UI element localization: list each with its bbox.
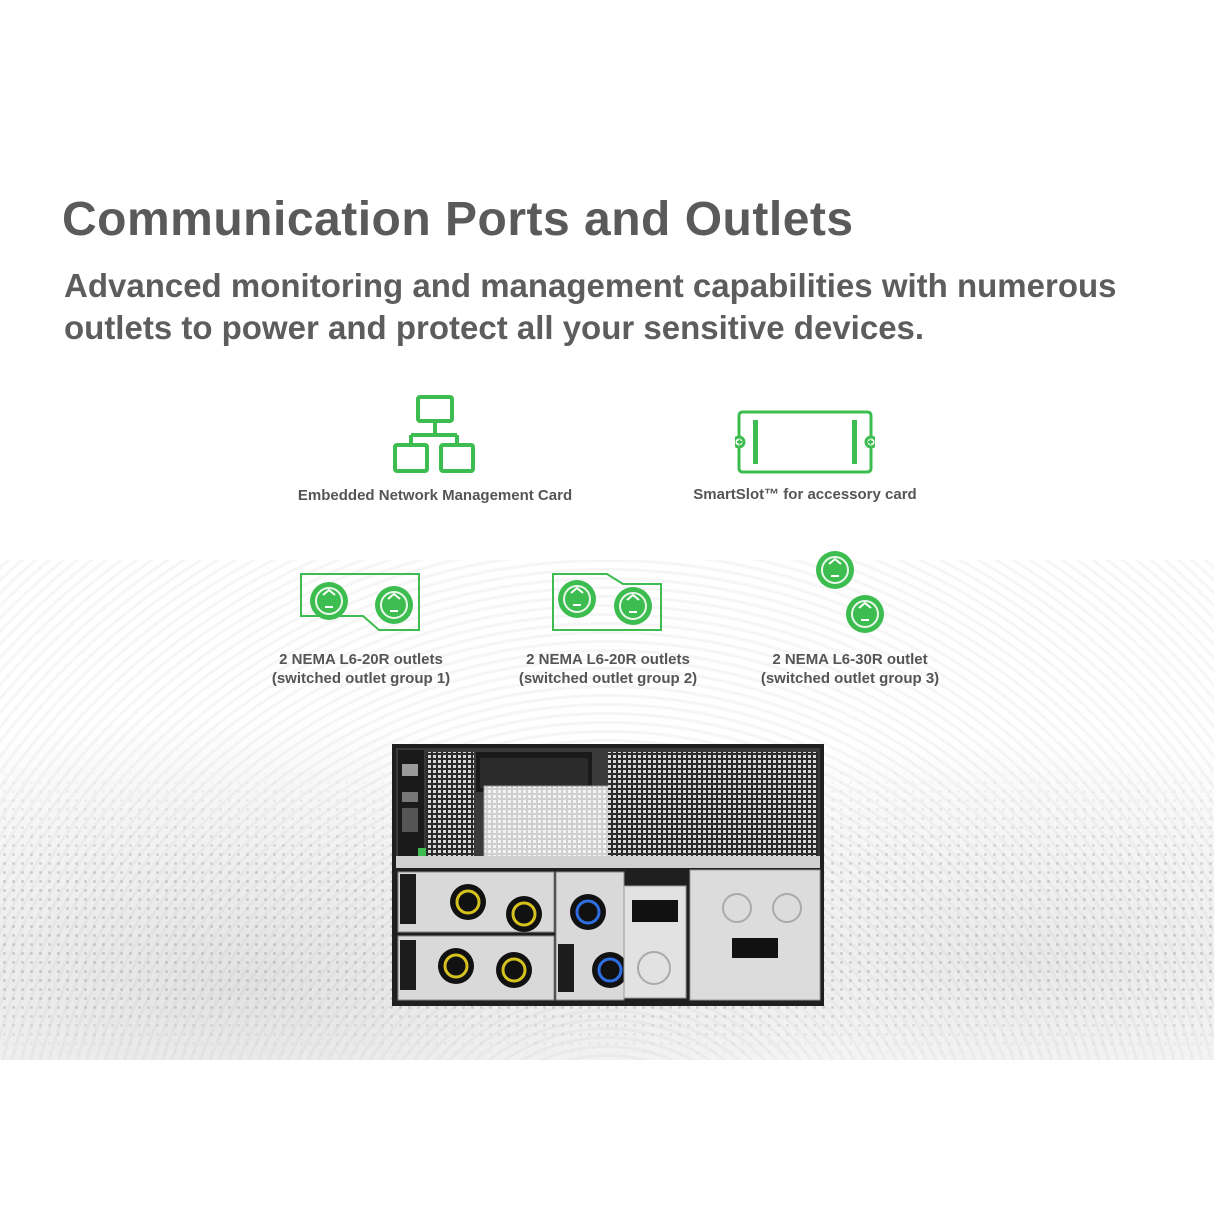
group1-line1: 2 NEMA L6-20R outlets <box>279 651 443 668</box>
feature-outlet-group-1: 2 NEMA L6-20R outlets (switched outlet g… <box>246 572 476 688</box>
accessory-slot-icon <box>735 410 875 474</box>
outlet-pair-icon <box>552 573 662 631</box>
outlet-pair-icon <box>300 573 420 631</box>
feature-smartslot: SmartSlot™ for accessory card <box>660 408 950 503</box>
ups-rear-panel-photo <box>392 744 824 1006</box>
feature-outlet-group-3: 2 NEMA L6-30R outlet (switched outlet gr… <box>737 550 963 688</box>
group1-line2: (switched outlet group 1) <box>271 670 451 687</box>
outlet-pair-icon <box>816 551 884 633</box>
network-card-label: Embedded Network Management Card <box>297 487 573 504</box>
smartslot-label: SmartSlot™ for accessory card <box>693 486 917 503</box>
page-title: Communication Ports and Outlets <box>62 193 854 246</box>
group2-line2: (switched outlet group 2) <box>518 670 698 687</box>
page-subtitle: Advanced monitoring and management capab… <box>64 267 1117 346</box>
group3-line1: 2 NEMA L6-30R outlet <box>772 651 928 668</box>
group3-line2: (switched outlet group 3) <box>760 670 940 687</box>
group2-line1: 2 NEMA L6-20R outlets <box>526 651 690 668</box>
feature-network-card: Embedded Network Management Card <box>270 395 600 504</box>
network-hierarchy-icon <box>393 395 475 473</box>
feature-outlet-group-2: 2 NEMA L6-20R outlets (switched outlet g… <box>493 572 723 688</box>
